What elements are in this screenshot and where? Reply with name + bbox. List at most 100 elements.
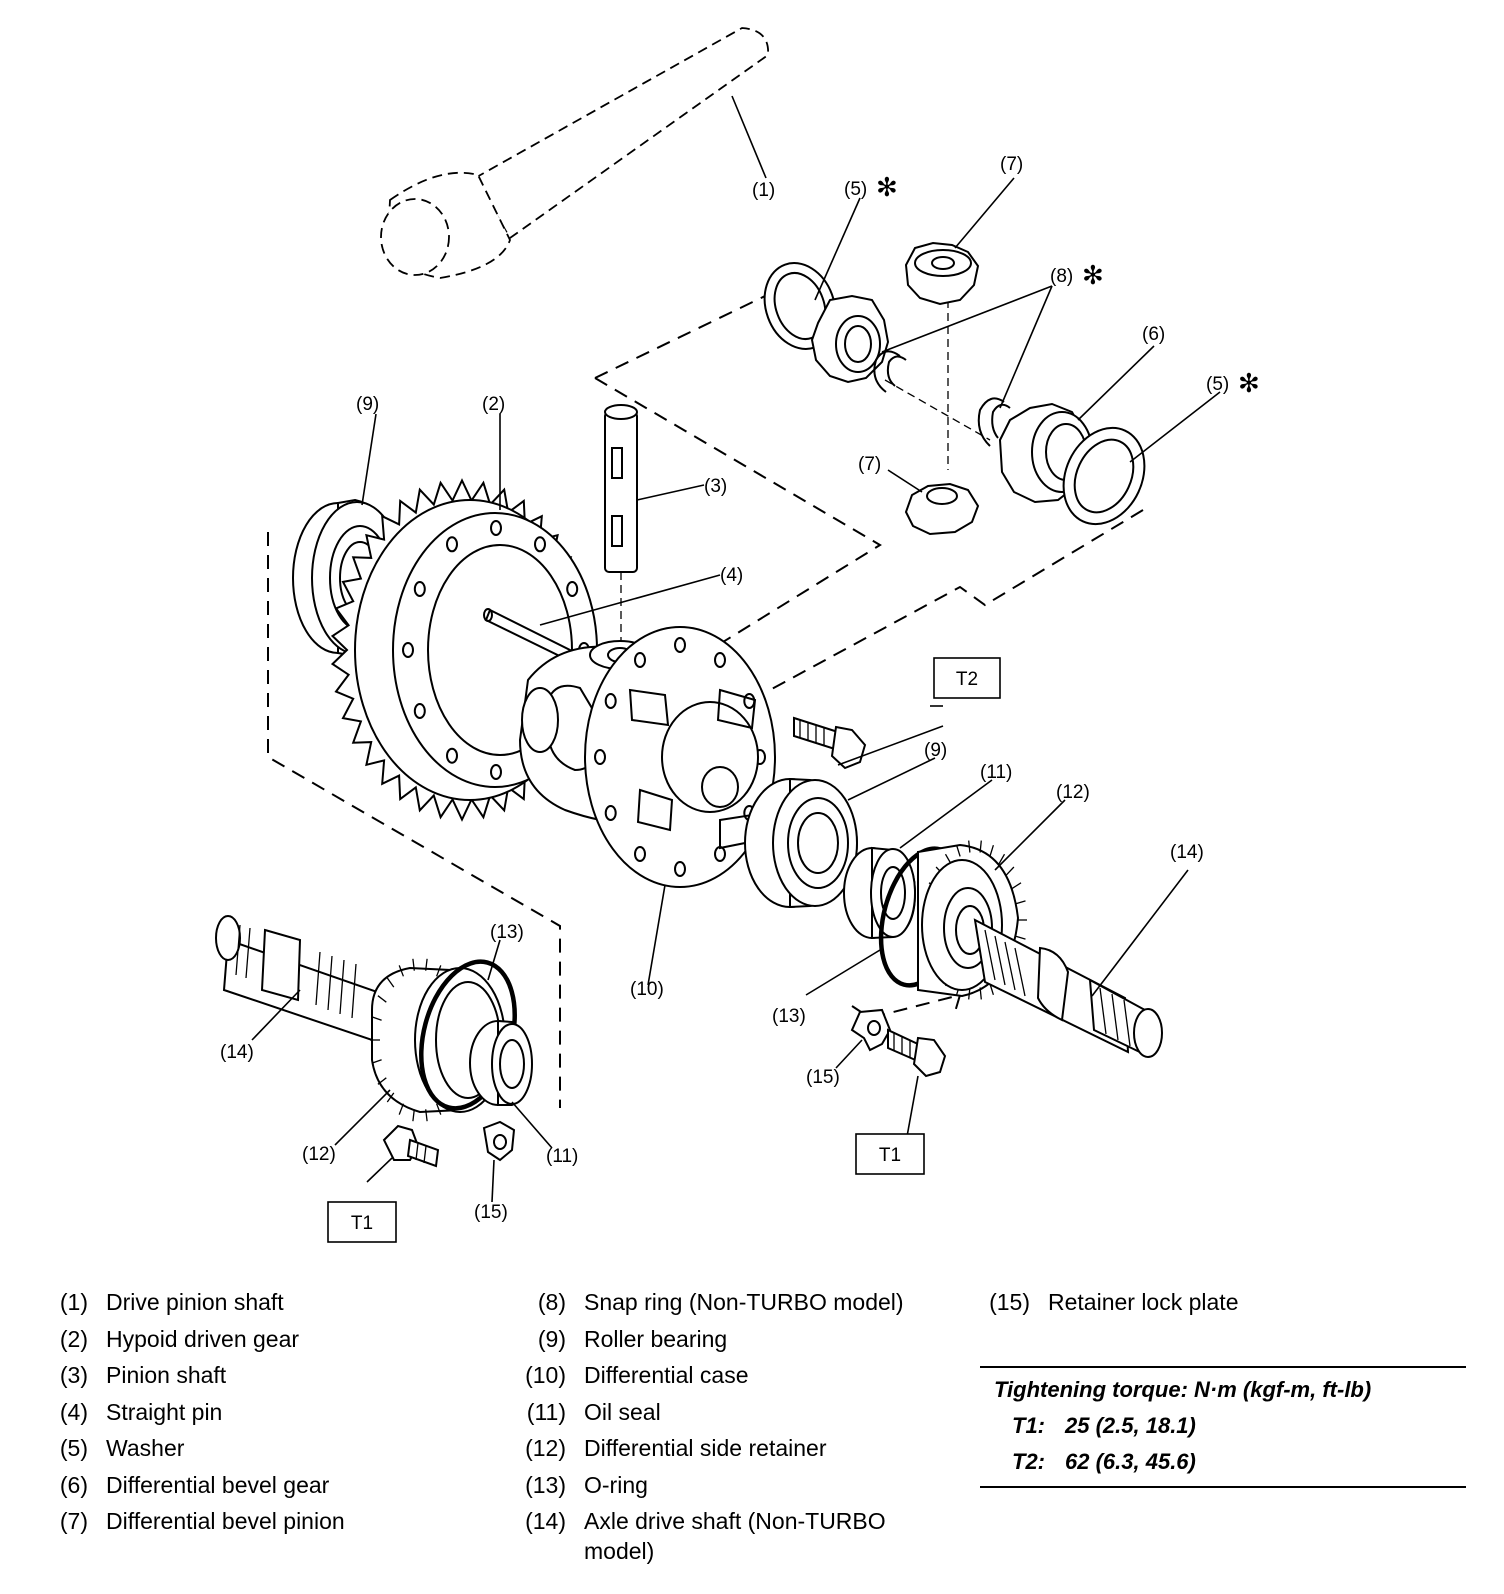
legend-text: O-ring: [584, 1471, 648, 1498]
callout-11b: (11): [546, 1146, 578, 1167]
exploded-diagram: T2 T1 T1 (1) (5) (7) (8) (6) (5) (9) (2)…: [215, 27, 1260, 1243]
callout-5a: (5): [844, 179, 867, 200]
legend-number: (14): [525, 1508, 566, 1534]
callout-13a: (13): [490, 922, 524, 943]
legend-number: (4): [59, 1398, 88, 1425]
pinion-shaft: [604, 404, 638, 648]
callout-7b: (7): [858, 454, 881, 475]
callout-9b: (9): [924, 740, 947, 761]
legend-item: (9)Roller bearing: [508, 1321, 924, 1358]
legend-text: Hypoid driven gear: [106, 1325, 300, 1352]
torque-t2-label: T2:: [1012, 1449, 1045, 1474]
torque-row-t1: T1:25 (2.5, 18.1): [980, 1408, 1466, 1444]
callout-5b: (5): [1206, 374, 1229, 395]
torque-row-t2: T2: 62 (6.3, 45.6): [980, 1444, 1466, 1480]
washer-right: [1062, 426, 1146, 526]
legend-item: (4) Straight pin: [38, 1394, 345, 1431]
tightening-torque-table: Tightening torque: N·m (kgf-m, ft-lb) T1…: [980, 1366, 1466, 1488]
oil-seal-left: [469, 1019, 533, 1106]
svg-text:T1: T1: [351, 1213, 373, 1234]
star-5a: ✻: [876, 172, 898, 202]
callout-11a: (11): [980, 762, 1012, 783]
legend-item: (6)Differential bevel gear: [38, 1467, 345, 1504]
callout-1: (1): [752, 180, 775, 201]
legend-item: (8)Snap ring (Non-TURBO model): [508, 1284, 924, 1321]
torque-box-t2: T2: [933, 657, 1001, 699]
legend-item: (13) O-ring: [508, 1467, 924, 1504]
bevel-pinion-upper: [904, 241, 980, 306]
legend-number: (13): [525, 1471, 566, 1498]
t1-bolt-right: [887, 1028, 947, 1078]
callout-2: (2): [482, 394, 505, 415]
legend-item: (14) Axle drive shaft (Non-TURBO model): [508, 1503, 924, 1566]
legend-text: Pinion shaft: [106, 1362, 227, 1388]
callout-6: (6): [1142, 324, 1165, 345]
leader-lines: [251, 95, 1221, 1203]
callout-14a: (14): [1170, 842, 1204, 863]
legend-item: (7) Differential bevel pinion: [38, 1503, 345, 1540]
legend-number: (15): [989, 1289, 1030, 1315]
torque-t2-value: 62 (6.3, 45.6): [1065, 1449, 1196, 1474]
star-8: ✻: [1082, 260, 1104, 290]
snap-ring-lower: [977, 397, 1011, 447]
callout-10: (10): [630, 979, 664, 1000]
legend-item: (15) Retainer lock plate: [980, 1284, 1239, 1321]
callout-7a: (7): [1000, 154, 1023, 175]
legend-text: Drive pinion shaft: [106, 1289, 284, 1315]
legend-item: (1) Drive pinion shaft: [38, 1284, 345, 1321]
differential-case: [518, 626, 776, 888]
legend-text: Differential case: [584, 1362, 749, 1388]
callout-14b: (14): [220, 1042, 254, 1063]
star-5b: ✻: [1238, 368, 1260, 398]
legend-text: Retainer lock plate: [1048, 1289, 1239, 1315]
torque-box-t1-right: T1: [855, 1133, 925, 1175]
legend-item: (10) Differential case: [508, 1357, 924, 1394]
callout-15b: (15): [474, 1202, 508, 1223]
callout-9a: (9): [356, 394, 379, 415]
legend-number: (11): [526, 1398, 566, 1425]
legend-number: (1): [59, 1289, 88, 1315]
legend-text: Roller bearing: [584, 1325, 728, 1352]
torque-box-t1-left: T1: [327, 1201, 397, 1243]
torque-title: Tightening torque: N·m (kgf-m, ft-lb): [994, 1377, 1372, 1402]
drive-pinion-shaft: [380, 27, 769, 279]
legend-item: (2)Hypoid driven gear: [38, 1321, 345, 1358]
bevel-pinion-lower: [904, 482, 980, 536]
callout-8: (8): [1050, 266, 1073, 287]
legend-item: (11) Oil seal: [508, 1394, 924, 1431]
legend-text: Differential bevel pinion: [106, 1508, 345, 1534]
lock-plate-right: [850, 1008, 892, 1052]
legend-number: (7): [59, 1508, 88, 1534]
roller-bearing-right: [744, 777, 859, 909]
legend-text: Washer: [106, 1435, 185, 1461]
legend-number: (5): [59, 1435, 88, 1461]
legend-text: Oil seal: [584, 1398, 661, 1425]
callout-4: (4): [720, 565, 743, 586]
legend-item: (3) Pinion shaft: [38, 1357, 345, 1394]
legend-text: Differential bevel gear: [106, 1471, 330, 1498]
legend-column-1: (1) Drive pinion shaft (2)Hypoid driven ge…: [38, 1284, 345, 1540]
callout-labels: (1) (5) (7) (8) (6) (5) (9) (2) (3) (7) …: [220, 154, 1260, 1223]
legend-column-2: (8)Snap ring (Non-TURBO model)(9)Roller …: [508, 1284, 924, 1566]
snap-ring-upper: [873, 350, 907, 393]
svg-text:T1: T1: [879, 1145, 901, 1166]
legend-number: (12): [525, 1435, 566, 1461]
callout-12b: (12): [302, 1144, 336, 1165]
oil-seal-right: [843, 846, 917, 940]
legend-item: (12) Differential side retainer: [508, 1430, 924, 1467]
callout-13b: (13): [772, 1006, 806, 1027]
callout-3: (3): [704, 476, 727, 497]
t1-bolt-left: [382, 1124, 440, 1168]
torque-t1-label: T1:: [1012, 1413, 1045, 1438]
legend-text: Axle drive shaft (Non-TURBO model): [584, 1508, 886, 1564]
bevel-gear-upper: [810, 294, 890, 384]
legend-column-3: (15) Retainer lock plate: [980, 1284, 1239, 1321]
axle-shaft-right: [973, 918, 1163, 1058]
legend-text: Straight pin: [106, 1398, 223, 1425]
callout-12a: (12): [1056, 782, 1090, 803]
legend-number: (3): [59, 1362, 88, 1388]
legend-text: Differential side retainer: [584, 1435, 827, 1461]
t2-bolt: [793, 716, 867, 770]
legend-number: (10): [525, 1362, 566, 1388]
legend-text: Snap ring (Non-TURBO model): [584, 1289, 904, 1315]
